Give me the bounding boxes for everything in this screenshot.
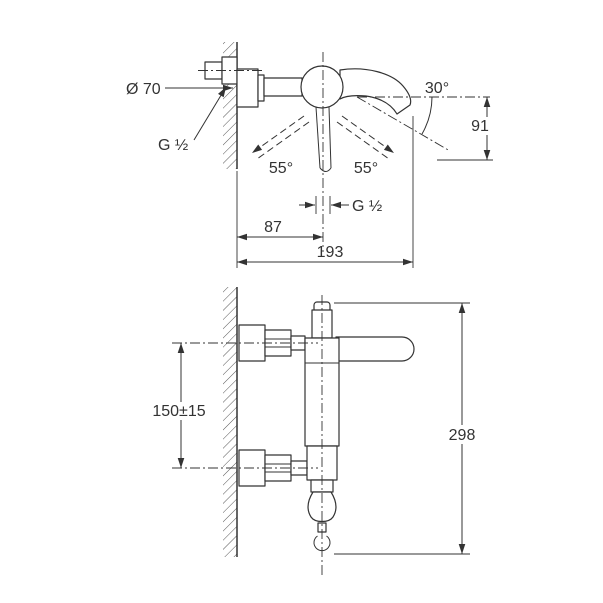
label-outlet-thread: G ½ [352,198,382,215]
label-outlet-height: 91 [471,118,489,135]
escutcheon-side [236,68,259,108]
callout-escutcheon-diameter: Ø 70 [126,81,233,98]
callout-outlet-thread: G ½ [299,196,382,215]
label-connection-spacing: 150±15 [152,403,205,420]
spout-front [335,336,415,362]
callout-inlet-thread: G ½ [158,86,227,154]
cartridge-housing [300,65,344,109]
lever-handle [315,106,321,169]
body-connector [263,77,303,97]
dimension-193: 193 [237,116,414,268]
label-escutcheon-diameter: Ø 70 [126,81,161,98]
wall-hatch-bottom [223,287,237,557]
escutcheon-top [238,324,266,362]
side-view-drawing: 91 30° 55° 55° Ø 70 G ½ G ½ 87 [126,42,493,268]
dimension-150: 150±15 [151,343,207,468]
front-view-drawing: 150±15 298 [151,287,479,575]
spout [339,68,412,115]
label-wall-to-center: 87 [264,219,282,236]
spout-angle-construction [356,96,490,152]
dimension-87: 87 [236,171,323,268]
label-overall-height: 298 [449,427,476,444]
faucet-front-body [304,301,415,552]
dimension-298: 298 [334,302,479,555]
label-swing-left: 55° [269,160,293,177]
faucet-side-body [236,65,412,172]
label-spout-reach: 193 [317,244,344,261]
wall-connections [238,324,308,487]
label-spout-angle: 30° [425,80,449,97]
label-inlet-thread: G ½ [158,137,188,154]
label-swing-right: 55° [354,160,378,177]
dimension-91: 91 [437,97,493,161]
